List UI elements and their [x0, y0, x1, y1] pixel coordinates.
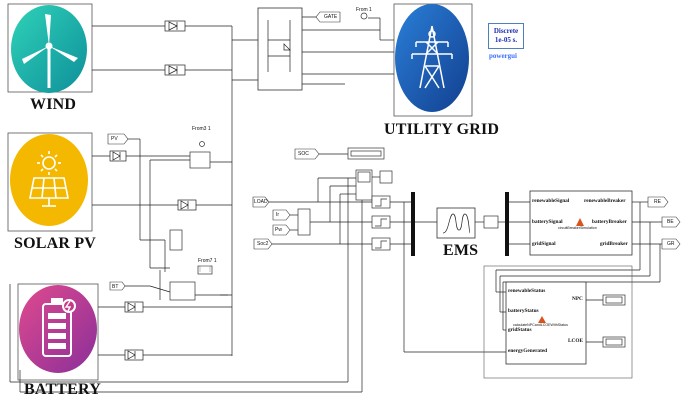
- econ-in-battery: batteryStatus: [508, 308, 539, 314]
- powergui-label: powergui: [489, 52, 517, 60]
- mux-bars: [411, 192, 509, 256]
- econ-caption: calculateNPCandLCOEWithStatus: [513, 323, 568, 327]
- tag-gr: GR: [667, 241, 675, 247]
- tag-bt: BT: [112, 284, 119, 290]
- battery-icon: [42, 298, 76, 357]
- small-blocks: [169, 12, 626, 348]
- powergui-step: 1e-05 s.: [494, 36, 518, 44]
- circuit-breaker-block[interactable]: [529, 190, 633, 256]
- powergui-mode: Discrete: [493, 27, 519, 35]
- diode-blocks: [109, 20, 197, 361]
- tag-be: BE: [667, 219, 674, 225]
- tag-load: LOAD: [254, 199, 268, 205]
- breaker-caption: circuitBreakerSimulation: [558, 226, 597, 230]
- solar-panel[interactable]: [7, 132, 93, 232]
- solar-panel-icon: [29, 151, 69, 207]
- breaker-out-grid: gridBreaker: [600, 241, 628, 247]
- transmission-tower-icon: [411, 25, 453, 89]
- tag-ir: Ir: [276, 212, 280, 218]
- tag-soc2: Soc2: [257, 241, 269, 247]
- tag-pw: Pw: [275, 227, 282, 233]
- wind-panel[interactable]: [7, 3, 93, 93]
- tag-gate: GATE: [324, 14, 338, 20]
- tag-from7: From7 1: [198, 258, 217, 264]
- ems-block[interactable]: [436, 207, 476, 239]
- econ-out-npc: NPC: [572, 296, 583, 302]
- econ-in-energy: energyGenerated: [508, 348, 548, 354]
- wiring: [9, 16, 662, 393]
- battery-label: BATTERY: [24, 381, 102, 398]
- breaker-out-renewable: renewableBreaker: [584, 198, 626, 204]
- solar-label: SOLAR PV: [14, 235, 97, 252]
- tag-shapes: [107, 11, 681, 291]
- econ-in-grid: gridStatus: [508, 327, 532, 333]
- grid-label: UTILITY GRID: [384, 121, 500, 138]
- econ-in-renewable: renewableStatus: [508, 288, 546, 294]
- breaker-in-grid: gridSignal: [532, 241, 556, 247]
- npc-lcoe-block[interactable]: [483, 265, 633, 379]
- battery-panel[interactable]: [17, 283, 99, 381]
- tag-re: RE: [654, 199, 661, 205]
- tag-from1: From 1: [356, 7, 372, 13]
- breaker-in-battery: batterySignal: [532, 219, 563, 225]
- wind-turbine-icon: [22, 14, 78, 88]
- tag-pv: PV: [111, 136, 118, 142]
- tag-soc: SOC: [298, 151, 309, 157]
- tag-from3: From3 1: [192, 126, 211, 132]
- wind-label: WIND: [30, 96, 77, 113]
- breaker-out-battery: batteryBreaker: [592, 219, 627, 225]
- inverter-block[interactable]: [257, 7, 303, 91]
- breaker-in-renewable: renewableSignal: [532, 198, 570, 204]
- utility-grid-panel[interactable]: [393, 3, 473, 117]
- ems-label: EMS: [443, 242, 479, 259]
- powergui-block[interactable]: Discrete 1e-05 s.: [488, 23, 524, 49]
- goto-icons: [199, 265, 211, 272]
- econ-out-lcoe: LCOE: [568, 338, 584, 344]
